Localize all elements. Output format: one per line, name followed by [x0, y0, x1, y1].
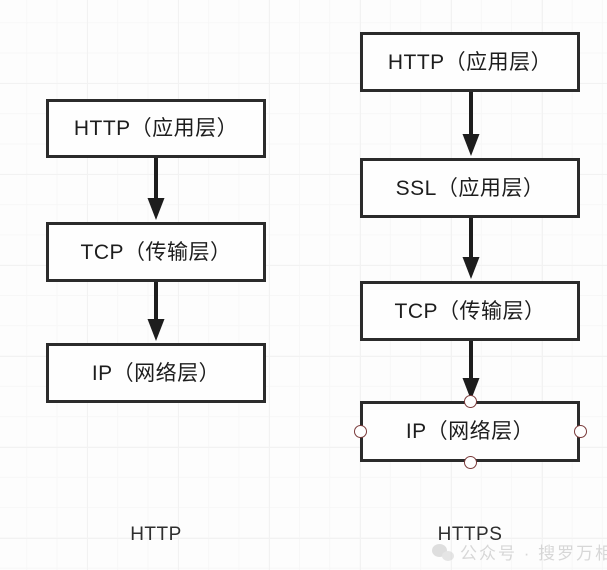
- node-label: HTTP（应用层）: [387, 50, 553, 74]
- edge-http-app-to-tcp: [147, 158, 165, 220]
- edge-https-tcp-to-ip: [462, 341, 480, 400]
- node-https-ssl[interactable]: SSL（应用层）: [360, 158, 580, 218]
- node-http-ip[interactable]: IP（网络层）: [46, 343, 266, 403]
- node-label: TCP（传输层）: [394, 299, 546, 323]
- edge-https-app-to-ssl: [462, 92, 480, 156]
- node-https-tcp[interactable]: TCP（传输层）: [360, 281, 580, 341]
- node-http-app[interactable]: HTTP（应用层）: [46, 99, 266, 158]
- node-label: IP（网络层）: [405, 420, 535, 443]
- node-http-tcp[interactable]: TCP（传输层）: [46, 222, 266, 282]
- caption-http-stack: HTTP: [130, 524, 182, 545]
- selection-handle-right-center[interactable]: [573, 425, 587, 438]
- node-label: SSL（应用层）: [395, 176, 545, 200]
- node-https-ip[interactable]: IP（网络层）: [360, 401, 580, 462]
- selection-handle-top-center[interactable]: [463, 394, 477, 408]
- node-https-app[interactable]: HTTP（应用层）: [360, 32, 580, 92]
- node-label: IP（网络层）: [91, 361, 221, 385]
- edge-https-ssl-to-tcp: [462, 218, 480, 279]
- selection-handle-bottom-center[interactable]: [463, 455, 477, 469]
- edge-http-tcp-to-ip: [147, 282, 165, 341]
- node-label: HTTP（应用层）: [73, 117, 239, 140]
- caption-https-stack: HTTPS: [437, 524, 503, 545]
- node-label: TCP（传输层）: [80, 240, 232, 264]
- selection-handle-left-center[interactable]: [353, 425, 367, 438]
